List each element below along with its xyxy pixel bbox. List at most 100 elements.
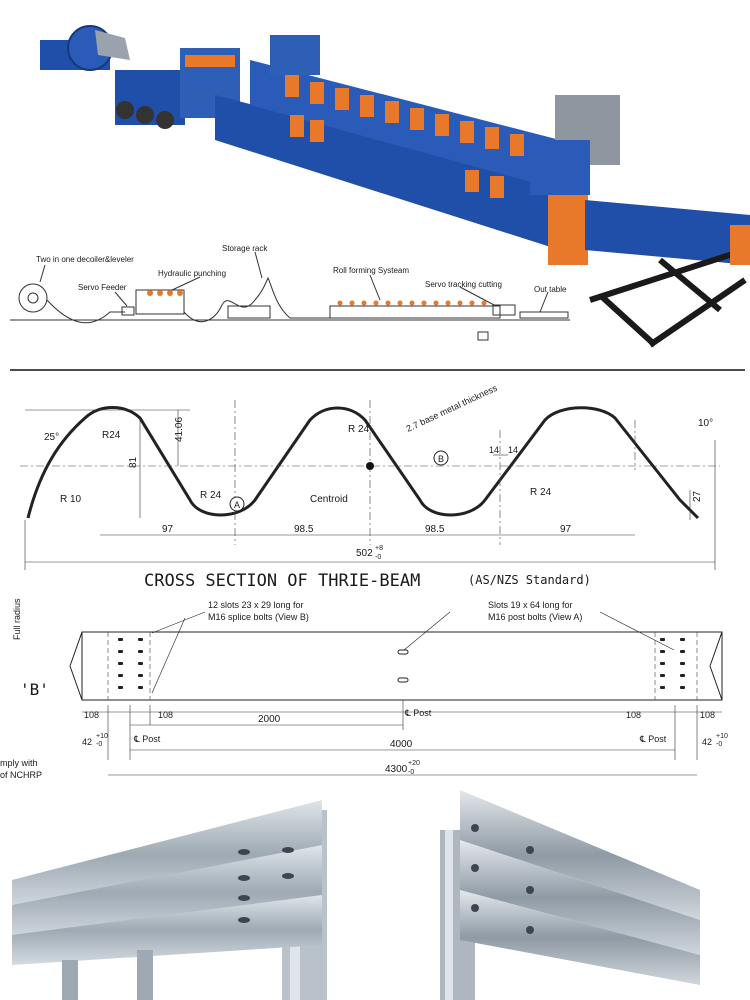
dim-42-right-tol-minus: -0	[716, 741, 722, 748]
total-width: 502	[356, 548, 373, 559]
label-roll-forming: Roll forming Systeam	[333, 266, 409, 275]
radius-r24-1: R24	[102, 430, 121, 441]
dim-108-2: 108	[158, 710, 173, 720]
feeder-wheel	[136, 106, 154, 124]
center-lines	[20, 400, 720, 545]
slot-guide-lines	[107, 632, 698, 700]
rail-lower-corrugation	[12, 895, 322, 965]
rollforming-top	[250, 60, 560, 190]
dim-42-right: 42	[702, 737, 712, 747]
dim-4300-tol-minus: -0	[408, 769, 414, 776]
radius-r24-4: R 24	[530, 487, 552, 498]
thrie-beam-cross-section: 25° 10° R24 R 24 R 24 R 24 R 10 41.06 81…	[20, 383, 720, 591]
dim-42-left-tol-plus: +10	[96, 733, 108, 740]
marker-b-label: B	[438, 454, 444, 464]
label-hydraulic-punching: Hydraulic punching	[158, 269, 226, 278]
cpost-right: ℄ Post	[639, 734, 667, 744]
rail-middle-corrugation	[460, 840, 700, 955]
total-tol-minus: -0	[375, 554, 381, 561]
dim-42-right-tol-plus: +10	[716, 733, 728, 740]
hydraulic-station	[270, 35, 320, 75]
metal-thickness: 2.7 base metal thickness	[405, 383, 499, 434]
rail-lower-corrugation	[460, 890, 700, 985]
dim-4300: 4300	[385, 764, 408, 775]
full-radius-label: Full radius	[12, 598, 22, 640]
marker-a-label: A	[234, 500, 240, 510]
width-985-left: 98.5	[294, 524, 314, 535]
angle-10: 10°	[698, 418, 713, 429]
forming-rollers-schematic	[147, 290, 487, 306]
comply-note-1: mply with	[0, 758, 38, 768]
height-27: 27	[692, 490, 703, 502]
bolt-holes	[238, 847, 294, 923]
rail-upper-corrugation	[12, 800, 322, 910]
angle-25: 25°	[44, 432, 59, 443]
section-title: CROSS SECTION OF THRIE-BEAM	[144, 571, 420, 591]
radius-r24-3: R 24	[200, 490, 222, 501]
width-14-right: 14	[508, 445, 518, 455]
out-table-end	[730, 225, 750, 265]
post-support	[62, 960, 78, 1000]
post-note-1: Slots 19 x 64 long for	[488, 600, 573, 610]
cpost-left: ℄ Post	[133, 734, 161, 744]
post-slots	[397, 649, 409, 683]
dim-42-left: 42	[82, 737, 92, 747]
dim-108-1: 108	[84, 710, 99, 720]
radius-r24-2: R 24	[348, 424, 370, 435]
process-schematic	[10, 251, 570, 341]
safety-guard	[548, 195, 588, 265]
total-tol-plus: +8	[375, 545, 383, 552]
label-servo-cutting: Servo tracking cutting	[425, 280, 502, 289]
comply-note-2: of NCHRP	[0, 770, 42, 780]
radius-r10: R 10	[60, 494, 82, 505]
section-standard: (AS/NZS Standard)	[468, 573, 591, 587]
cpost-top: ℄ Post	[404, 708, 432, 718]
post-support	[137, 950, 153, 1000]
width-14-left: 14	[489, 445, 499, 455]
cutting-station	[530, 140, 590, 195]
post-note-2: M16 post bolts (View A)	[488, 612, 582, 622]
label-out-table: Out table	[534, 285, 567, 294]
dim-2000: 2000	[258, 714, 281, 725]
out-table-rails	[589, 247, 747, 348]
dim-4300-tol-plus: +20	[408, 760, 420, 767]
view-b-marker	[433, 450, 449, 466]
dim-108-4: 108	[700, 710, 715, 720]
view-a-marker	[229, 496, 245, 512]
plan-dimension-lines	[82, 700, 722, 776]
rail-middle-corrugation	[12, 845, 322, 940]
feeder-wheel	[116, 101, 134, 119]
label-decoiler: Two in one decoiler&leveler	[36, 255, 134, 264]
leader-lines	[151, 611, 675, 694]
machine-rendering	[40, 25, 750, 348]
feeder-wheel	[156, 111, 174, 129]
thrie-beam-profile	[26, 406, 700, 520]
roll-forming-machine-illustration: Two in one decoiler&leveler Servo Feeder…	[10, 25, 750, 371]
label-storage-rack: Storage rack	[222, 244, 268, 253]
dim-108-3: 108	[626, 710, 641, 720]
bolt-heads	[471, 824, 534, 934]
centroid-label: Centroid	[310, 494, 348, 505]
punch-head	[185, 55, 235, 67]
thrie-beam-photo-right	[440, 790, 700, 1000]
splice-note-2: M16 splice bolts (View B)	[208, 612, 309, 622]
out-table-top	[585, 200, 750, 265]
view-b-label: 'B'	[20, 680, 49, 699]
height-4106: 41.06	[174, 417, 185, 442]
thrie-beam-plan-view: Full radius 'B' 12 slots 23 x 29 long fo…	[0, 598, 728, 780]
forming-stations	[285, 75, 524, 198]
label-servo-feeder: Servo Feeder	[78, 283, 127, 292]
width-97-left: 97	[162, 524, 174, 535]
dimension-lines	[24, 409, 716, 570]
dim-42-left-tol-minus: -0	[96, 741, 102, 748]
splice-note-1: 12 slots 23 x 29 long for	[208, 600, 304, 610]
steel-coil-strip	[95, 30, 130, 60]
dim-4000: 4000	[390, 739, 413, 750]
width-97-right: 97	[560, 524, 572, 535]
centroid-marker	[366, 462, 374, 470]
splice-slots	[118, 638, 685, 689]
beam-outline	[81, 631, 723, 701]
height-81: 81	[128, 456, 139, 468]
rail-upper-corrugation	[460, 790, 700, 920]
width-985-right: 98.5	[425, 524, 445, 535]
